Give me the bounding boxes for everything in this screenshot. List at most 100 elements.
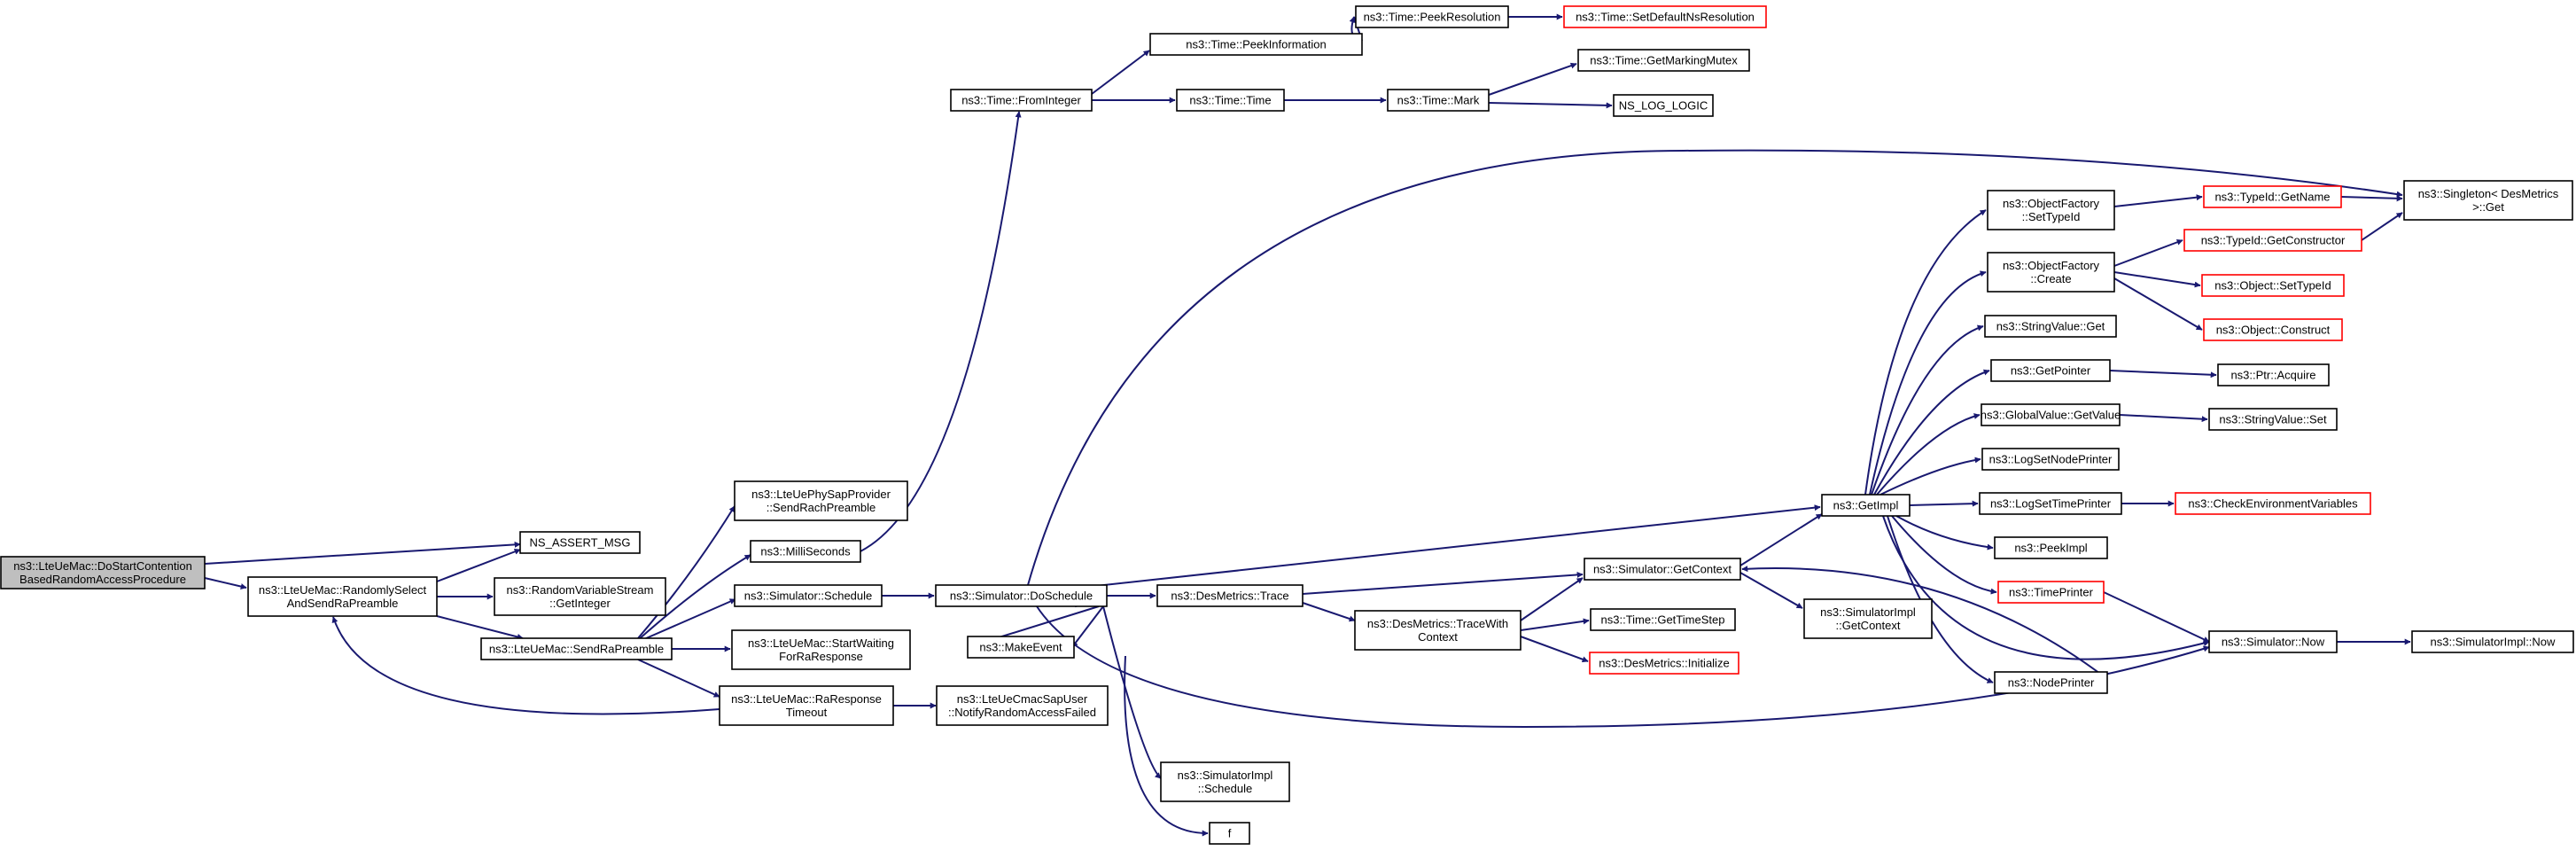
node-desinit[interactable]: ns3::DesMetrics::Initialize	[1589, 652, 1739, 675]
node-box	[2175, 492, 2371, 515]
node-box	[1354, 610, 1521, 651]
call-edge	[1909, 500, 1979, 507]
node-singleton[interactable]: ns3::Singleton< DesMetrics >::Get	[2403, 180, 2573, 221]
node-trace[interactable]: ns3::DesMetrics::Trace	[1156, 584, 1304, 607]
node-peekimpl[interactable]: ns3::PeekImpl	[1994, 536, 2108, 559]
node-box	[519, 531, 641, 554]
node-label: ns3::Time::GetMarkingMutex	[1590, 54, 1738, 67]
node-label: ns3::LteUeCmacSapUser	[957, 692, 1088, 706]
node-label: ns3::DesMetrics::Trace	[1171, 589, 1288, 603]
node-strset[interactable]: ns3::StringValue::Set	[2208, 408, 2338, 431]
node-peekinfo[interactable]: ns3::Time::PeekInformation	[1149, 33, 1363, 56]
call-edge	[2103, 591, 2210, 643]
node-lognode[interactable]: ns3::LogSetNodePrinter	[1981, 448, 2120, 471]
node-randsel[interactable]: ns3::LteUeMac::RandomlySelectAndSendRaPr…	[247, 576, 438, 617]
node-notify[interactable]: ns3::LteUeCmacSapUser::NotifyRandomAcces…	[936, 685, 1109, 726]
node-label: ns3::Time::SetDefaultNsResolution	[1576, 11, 1755, 24]
node-objconstruct[interactable]: ns3::Object::Construct	[2203, 318, 2343, 341]
call-edge	[1520, 577, 1584, 621]
node-box	[2208, 630, 2338, 653]
node-loglogic[interactable]: NS_LOG_LOGIC	[1613, 94, 1714, 117]
node-box	[1589, 652, 1739, 675]
node-box	[2201, 274, 2345, 297]
call-edge	[860, 111, 1022, 552]
node-getint[interactable]: ns3::RandomVariableStream::GetInteger	[494, 577, 666, 616]
node-label: ns3::TypeId::GetConstructor	[2201, 234, 2346, 247]
node-logtime[interactable]: ns3::LogSetTimePrinter	[1979, 492, 2122, 515]
call-edge	[1882, 515, 2210, 660]
node-peekres[interactable]: ns3::Time::PeekResolution	[1355, 5, 1509, 28]
node-rach[interactable]: ns3::LteUePhySapProvider::SendRachPreamb…	[734, 480, 908, 521]
node-box	[1577, 49, 1750, 72]
node-objsettype[interactable]: ns3::Object::SetTypeId	[2201, 274, 2345, 297]
node-label: ns3::Simulator::Schedule	[744, 589, 873, 603]
node-label: ns3::CheckEnvironmentVariables	[2188, 497, 2358, 511]
node-box	[1987, 252, 2115, 293]
call-edge	[1302, 571, 1584, 595]
call-edge	[1739, 513, 1823, 566]
node-getptr[interactable]: ns3::GetPointer	[1990, 359, 2111, 382]
node-timetime[interactable]: ns3::Time::Time	[1176, 89, 1285, 112]
node-checkenv[interactable]: ns3::CheckEnvironmentVariables	[2175, 492, 2371, 515]
node-implnow[interactable]: ns3::SimulatorImpl::Now	[2411, 630, 2574, 653]
node-box	[2217, 363, 2330, 386]
node-implsched[interactable]: ns3::SimulatorImpl::Schedule	[1160, 761, 1290, 802]
node-label: ns3::Time::PeekResolution	[1364, 11, 1501, 24]
node-getctx[interactable]: ns3::Simulator::GetContext	[1584, 558, 1741, 581]
call-edge	[2113, 238, 2183, 267]
node-label: ns3::DesMetrics::TraceWith	[1367, 617, 1508, 630]
node-getctor[interactable]: ns3::TypeId::GetConstructor	[2183, 229, 2362, 252]
node-root[interactable]: ns3::LteUeMac::DoStartContentionBasedRan…	[0, 556, 206, 589]
call-edge	[1520, 636, 1589, 663]
node-label: ns3::Ptr::Acquire	[2230, 369, 2315, 382]
node-assert[interactable]: NS_ASSERT_MSG	[519, 531, 641, 554]
call-edge	[637, 554, 751, 641]
call-edge	[1887, 515, 1994, 683]
node-ptracq[interactable]: ns3::Ptr::Acquire	[2217, 363, 2330, 386]
node-simsched[interactable]: ns3::Simulator::Schedule	[734, 584, 883, 607]
node-label: ns3::TimePrinter	[2009, 586, 2094, 599]
node-label: ns3::LteUeMac::SendRaPreamble	[489, 643, 664, 656]
node-box	[2411, 630, 2574, 653]
node-box	[967, 636, 1075, 659]
node-nodeprinter[interactable]: ns3::NodePrinter	[1994, 671, 2108, 694]
node-sendra[interactable]: ns3::LteUeMac::SendRaPreamble	[480, 637, 673, 660]
node-simnow[interactable]: ns3::Simulator::Now	[2208, 630, 2338, 653]
call-edge	[1876, 413, 1981, 496]
node-box	[950, 89, 1093, 112]
node-makeevent[interactable]: ns3::MakeEvent	[967, 636, 1075, 659]
node-timestep[interactable]: ns3::Time::GetTimeStep	[1590, 608, 1736, 631]
node-gvget[interactable]: ns3::GlobalValue::GetValue	[1981, 403, 2121, 426]
node-label: ns3::LogSetTimePrinter	[1990, 497, 2112, 511]
node-ofcreate[interactable]: ns3::ObjectFactory::Create	[1987, 252, 2115, 293]
node-box	[1160, 761, 1290, 802]
node-f[interactable]: f	[1209, 822, 1250, 845]
node-label: ns3::LteUePhySapProvider	[751, 488, 891, 501]
node-getimpl[interactable]: ns3::GetImpl	[1821, 494, 1911, 517]
call-edge	[1027, 149, 2403, 586]
node-getname[interactable]: ns3::TypeId::GetName	[2203, 185, 2342, 208]
node-box	[1803, 598, 1933, 639]
node-label: f	[1228, 827, 1232, 840]
node-mark[interactable]: ns3::Time::Mark	[1387, 89, 1490, 112]
node-box	[2183, 229, 2362, 252]
node-ofsettype[interactable]: ns3::ObjectFactory::SetTypeId	[1987, 190, 2115, 230]
node-implctx[interactable]: ns3::SimulatorImpl::GetContext	[1803, 598, 1933, 639]
node-label: ForRaResponse	[779, 650, 863, 663]
node-timeprinter[interactable]: ns3::TimePrinter	[1997, 581, 2105, 604]
node-box	[719, 685, 894, 726]
call-edge	[1864, 209, 1987, 496]
node-fromint[interactable]: ns3::Time::FromInteger	[950, 89, 1093, 112]
node-doschedule[interactable]: ns3::Simulator::DoSchedule	[935, 584, 1108, 607]
node-strget[interactable]: ns3::StringValue::Get	[1984, 315, 2117, 338]
node-box	[480, 637, 673, 660]
call-nodes: ns3::LteUeMac::DoStartContentionBasedRan…	[0, 5, 2574, 845]
node-setdef[interactable]: ns3::Time::SetDefaultNsResolution	[1563, 5, 1767, 28]
node-milli[interactable]: ns3::MilliSeconds	[750, 540, 861, 563]
node-mutex[interactable]: ns3::Time::GetMarkingMutex	[1577, 49, 1750, 72]
node-box	[1981, 403, 2121, 426]
